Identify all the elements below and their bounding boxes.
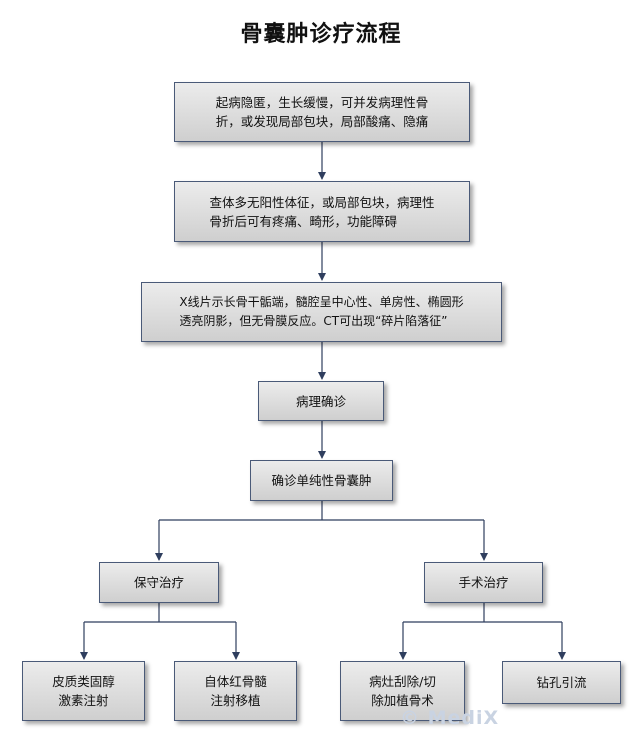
node-curettage-line-1: 病灶刮除/切 [369, 674, 436, 689]
page-title: 骨囊肿诊疗流程 [240, 22, 402, 47]
node-imaging: X线片示长骨干骺端，髓腔呈中心性、单房性、椭圆形 透亮阴影，但无骨膜反应。CT可… [141, 282, 502, 342]
node-curettage-line-2: 除加植骨术 [371, 693, 434, 708]
node-exam-line-2: 骨折后可有疼痛、畸形，功能障碍 [209, 213, 397, 229]
node-pathology-label: 病理确诊 [295, 393, 346, 409]
node-drainage-label: 钻孔引流 [536, 675, 587, 690]
node-surgery: 手术治疗 [424, 562, 543, 603]
node-marrow-line-2: 注射移植 [210, 693, 261, 708]
watermark: © MediX [400, 707, 500, 729]
node-steroid-line-1: 皮质类固醇 [52, 674, 115, 689]
node-onset-line-2: 折，或发现局部包块，局部酸痛、隐痛 [215, 114, 429, 129]
node-curettage: 病灶刮除/切 除加植骨术 [340, 661, 465, 721]
node-surgery-label: 手术治疗 [458, 575, 509, 590]
node-imaging-line-1: X线片示长骨干骺端，髓腔呈中心性、单房性、椭圆形 [179, 295, 464, 309]
node-exam: 查体多无阳性体征，或局部包块，病理性 骨折后可有疼痛、畸形，功能障碍 [174, 181, 470, 242]
node-conservative: 保守治疗 [99, 562, 219, 603]
node-pathology: 病理确诊 [258, 381, 384, 421]
node-marrow-line-1: 自体红骨髓 [204, 674, 267, 689]
node-diagnosis: 确诊单纯性骨囊肿 [250, 460, 393, 501]
node-imaging-line-2: 透亮阴影，但无骨膜反应。CT可出现“碎片陷落征” [179, 314, 448, 328]
node-diagnosis-label: 确诊单纯性骨囊肿 [271, 473, 372, 488]
node-marrow: 自体红骨髓 注射移植 [174, 661, 297, 721]
node-onset-line-1: 起病隐匿，生长缓慢，可并发病理性骨 [215, 95, 429, 110]
node-steroid: 皮质类固醇 激素注射 [22, 661, 145, 721]
node-drainage: 钻孔引流 [502, 661, 621, 704]
node-exam-line-1: 查体多无阳性体征，或局部包块，病理性 [209, 194, 435, 210]
node-onset: 起病隐匿，生长缓慢，可并发病理性骨 折，或发现局部包块，局部酸痛、隐痛 [174, 82, 470, 142]
node-steroid-line-2: 激素注射 [58, 693, 109, 708]
node-conservative-label: 保守治疗 [133, 575, 184, 590]
